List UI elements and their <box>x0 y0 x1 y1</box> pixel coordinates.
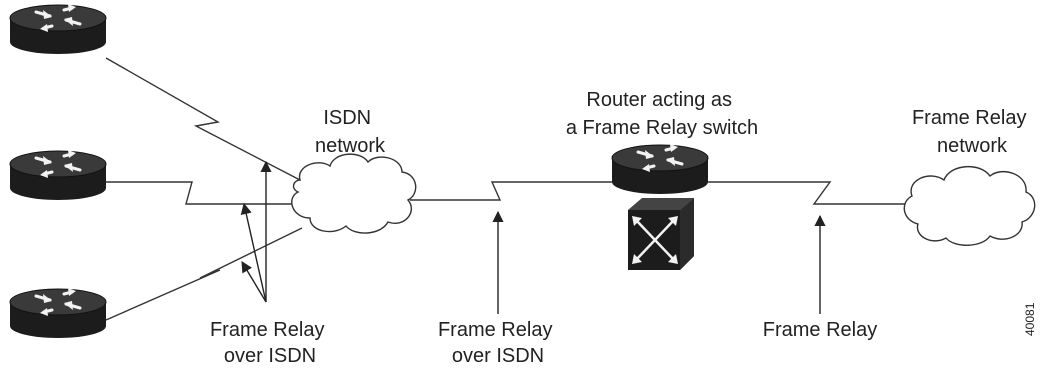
router-icon-top <box>8 2 108 56</box>
arrow-left-3 <box>241 261 267 303</box>
frame-relay-cloud-icon <box>903 165 1036 246</box>
isdn-network-label: ISDN network <box>315 107 386 157</box>
figure-id: 40081 <box>1023 302 1037 336</box>
serial-link-top <box>105 57 301 181</box>
router-to-fr-network-link <box>708 181 912 205</box>
arrow-left-2 <box>240 202 267 303</box>
fr-over-isdn-left-label: Frame Relay over ISDN <box>210 319 330 367</box>
isdn-cloud-icon <box>291 153 417 234</box>
router-icon-center <box>610 142 710 196</box>
frame-relay-switch-icon <box>628 198 694 270</box>
router-icon-bottom <box>8 286 108 340</box>
isdn-to-router-link <box>410 181 612 201</box>
fr-right-label: Frame Relay <box>763 319 877 341</box>
serial-link-bottom <box>105 227 303 321</box>
router-icon-middle <box>8 148 108 202</box>
fr-over-isdn-mid-label: Frame Relay over ISDN <box>438 319 558 367</box>
serial-link-middle <box>106 181 300 205</box>
router-switch-label: Router acting as a Frame Relay switch <box>566 89 758 139</box>
fr-network-label: Frame Relay network <box>912 107 1032 157</box>
